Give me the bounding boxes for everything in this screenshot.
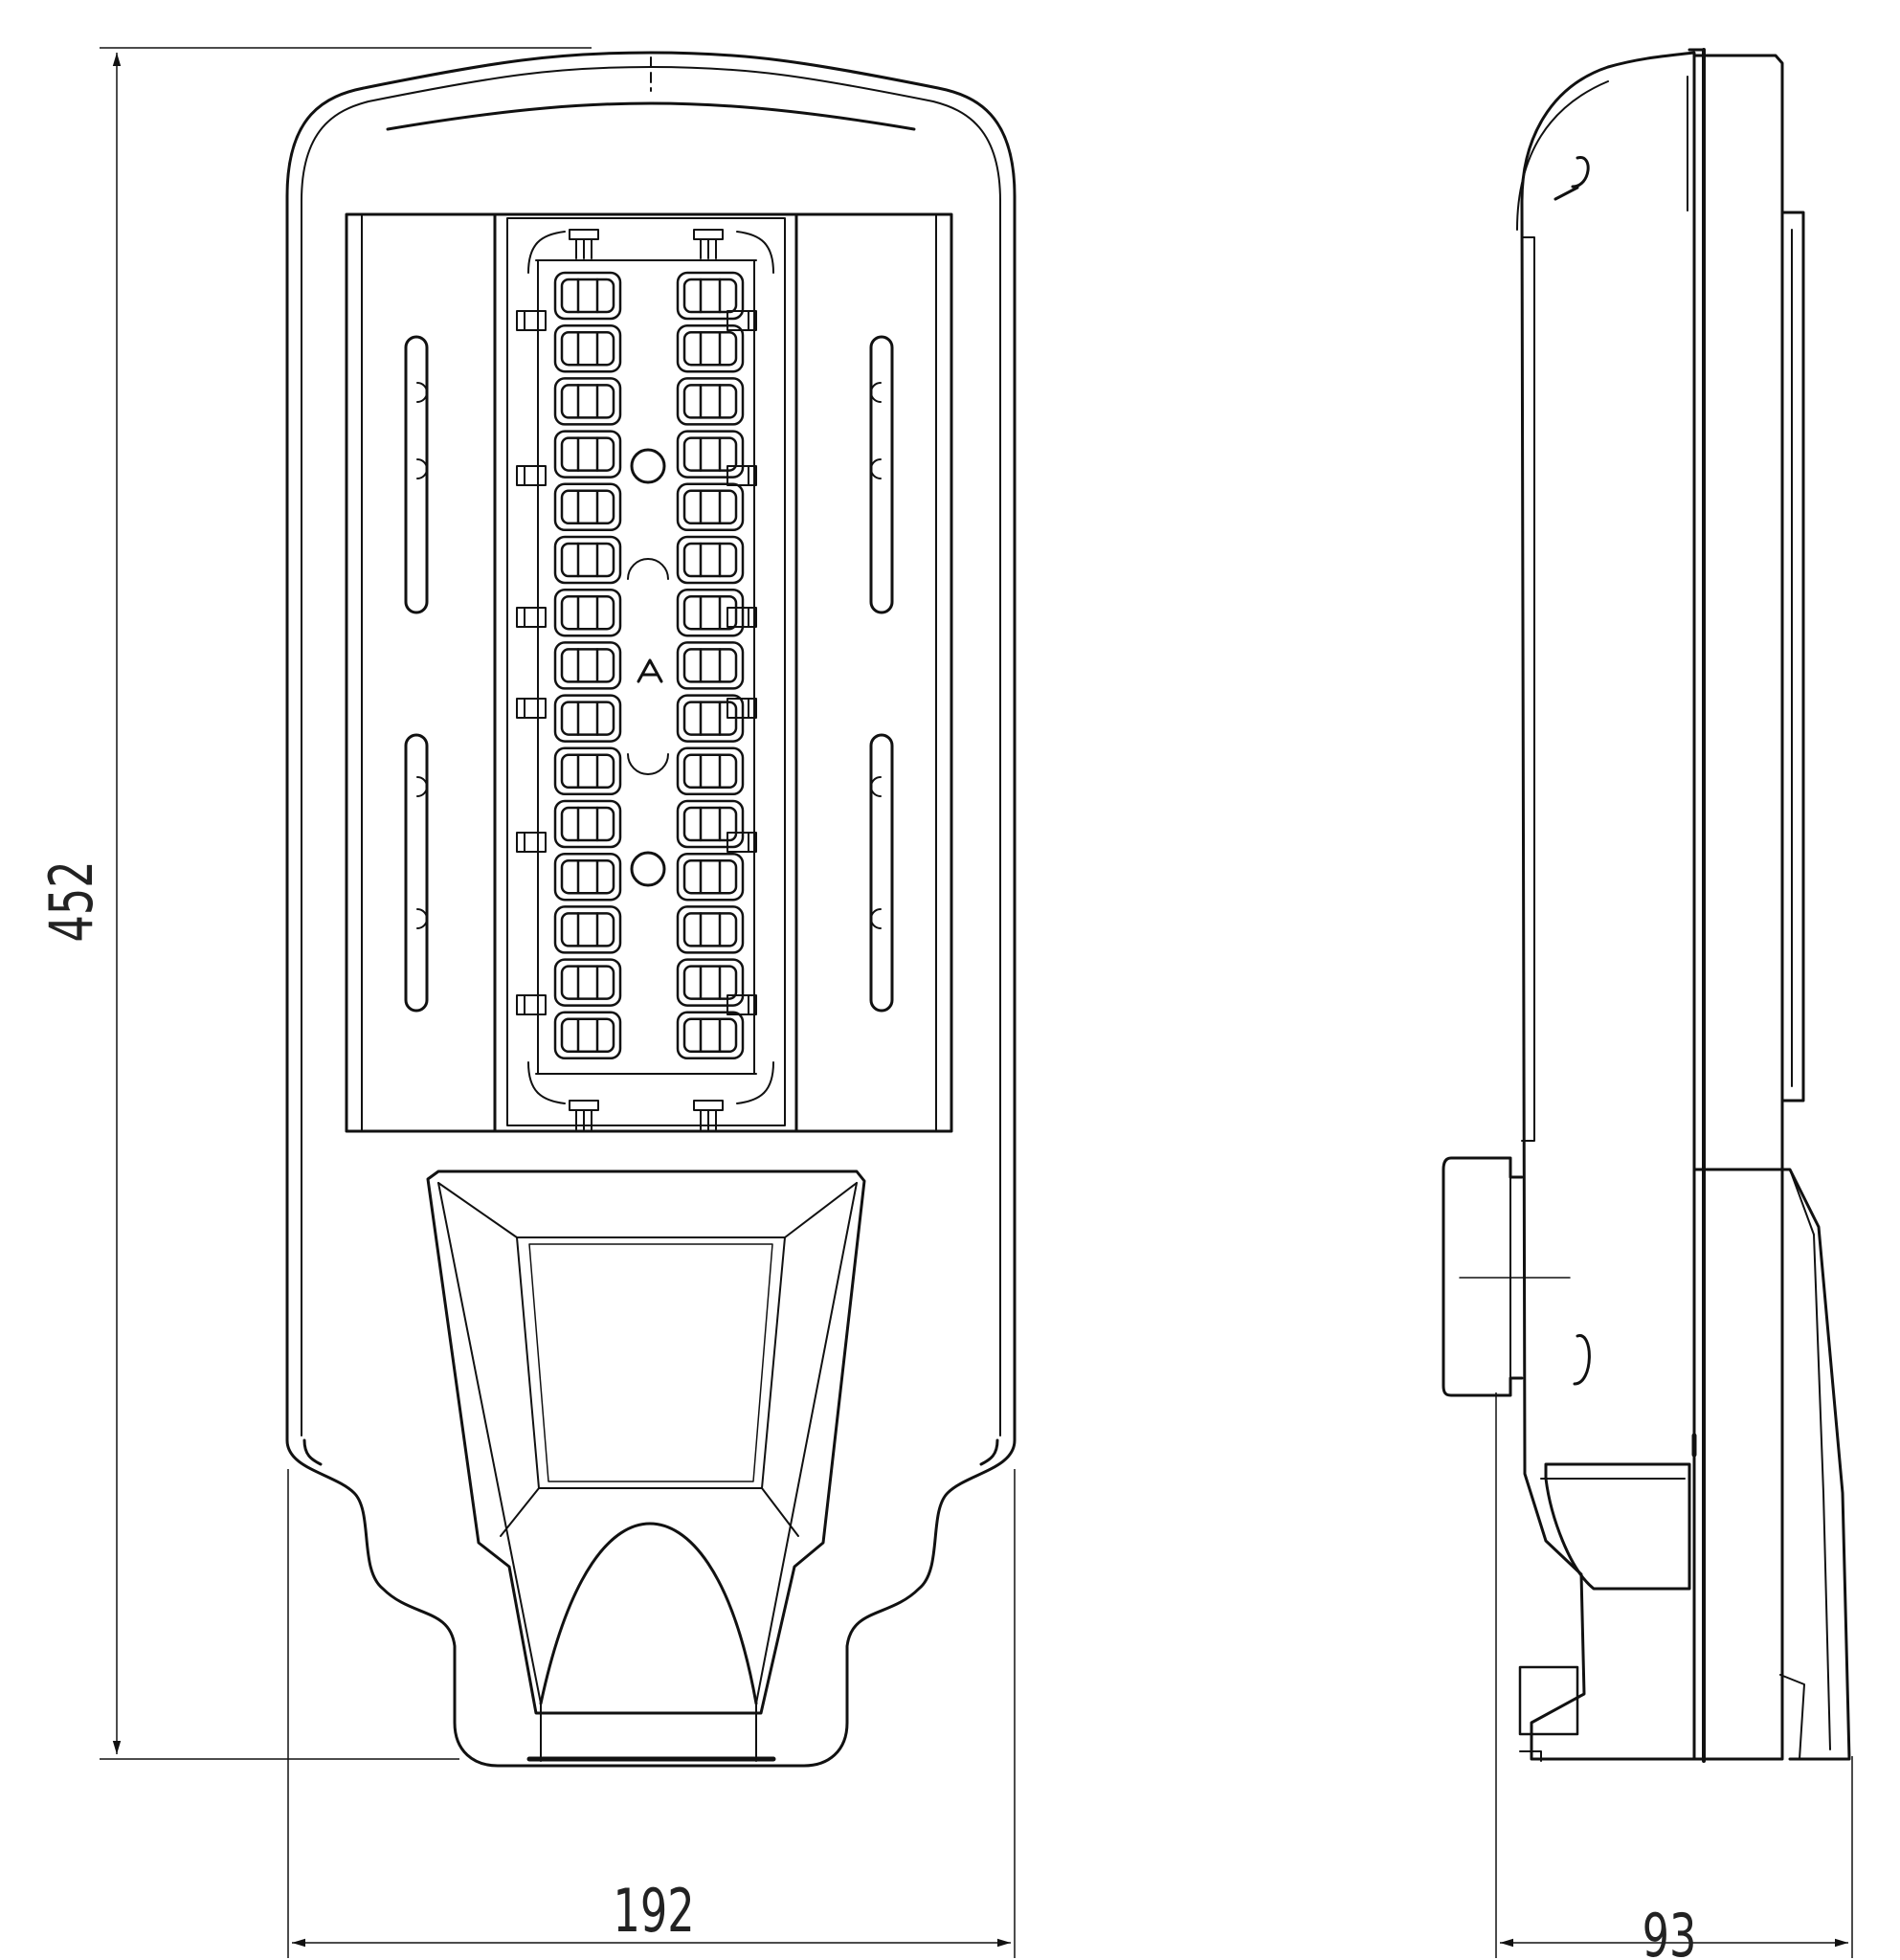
pole-bracket [426,1169,866,1762]
bracket-frame-inner [528,1243,773,1482]
side-body-inner [1516,80,1609,231]
heatsink [1780,211,1805,1102]
side-view [1442,48,1851,1763]
led-cell [553,799,622,849]
slot-left-top [404,335,429,614]
slots [404,335,894,1013]
corner-hook-right [979,1438,999,1466]
led-cell [553,746,622,796]
led-cell [676,271,745,321]
side-bracket [1692,1168,1851,1761]
side-screw [1554,156,1590,201]
side-cover [1692,54,1784,1761]
led-cell [553,482,622,532]
led-clip [516,832,547,853]
led-connector [569,229,599,259]
dimension-lines [100,47,1853,1958]
led-module [493,212,798,1133]
led-cell [676,377,745,426]
led-cell [553,905,622,954]
slot-right-bottom [869,733,894,1013]
side-gland [1518,1665,1579,1736]
led-cell [553,588,622,637]
led-clip [726,310,757,331]
led-clip [516,994,547,1015]
corner-hook-left [302,1438,323,1466]
led-cell [553,323,622,373]
led-cell [553,377,622,426]
led-clip [516,698,547,719]
led-cell [553,641,622,690]
bracket-outer [426,1169,866,1715]
front-view [285,51,1017,1768]
led-cell [676,430,745,479]
led-cell [553,430,622,479]
led-cell [676,641,745,690]
width-dimension-label: 192 [613,1878,694,1947]
led-board-hole [630,851,666,887]
led-cells [553,271,745,1060]
led-board-outer [493,212,798,1133]
slot-left-bottom [404,733,429,1013]
led-cell [676,482,745,532]
top-lip [386,101,916,131]
led-clip [726,994,757,1015]
depth-dimension-label: 93 [1643,1903,1697,1960]
led-connector [693,1100,724,1130]
side-pole-clamp [1544,1462,1691,1591]
led-cell [553,694,622,743]
slot-right-top [869,335,894,614]
led-clip [726,832,757,853]
led-clip [726,465,757,486]
led-cell [553,958,622,1007]
led-cell [676,746,745,796]
gear-tray [1521,236,1535,1142]
led-cell [676,588,745,637]
led-cell [553,852,622,902]
bracket-arch [539,1522,758,1705]
led-clip [516,607,547,628]
led-board-hole [630,448,666,484]
led-clip [516,465,547,486]
led-connector [693,229,724,259]
led-cell [676,535,745,585]
mounting-plate [345,212,953,1133]
led-clips [516,229,757,1130]
led-cell [676,323,745,373]
led-clip [726,698,757,719]
led-connector [569,1100,599,1130]
height-dimension-label: 452 [38,860,107,942]
led-cell [676,799,745,849]
led-cell [553,535,622,585]
led-board-arch [627,558,669,580]
led-board-arch [627,753,669,775]
led-cell [676,852,745,902]
bracket-frame [516,1236,786,1489]
led-cell [676,1011,745,1060]
photocell-socket [1442,1156,1571,1397]
direction-arrow-marker [637,658,663,683]
led-cell [553,1011,622,1060]
led-cell [553,271,622,321]
housing-outline [285,51,1017,1768]
side-body [1520,51,1696,1761]
side-screw [1573,1334,1591,1386]
led-cell [676,958,745,1007]
led-clip [726,607,757,628]
led-clip [516,310,547,331]
led-cell [676,905,745,954]
led-board-inner [506,217,786,1126]
